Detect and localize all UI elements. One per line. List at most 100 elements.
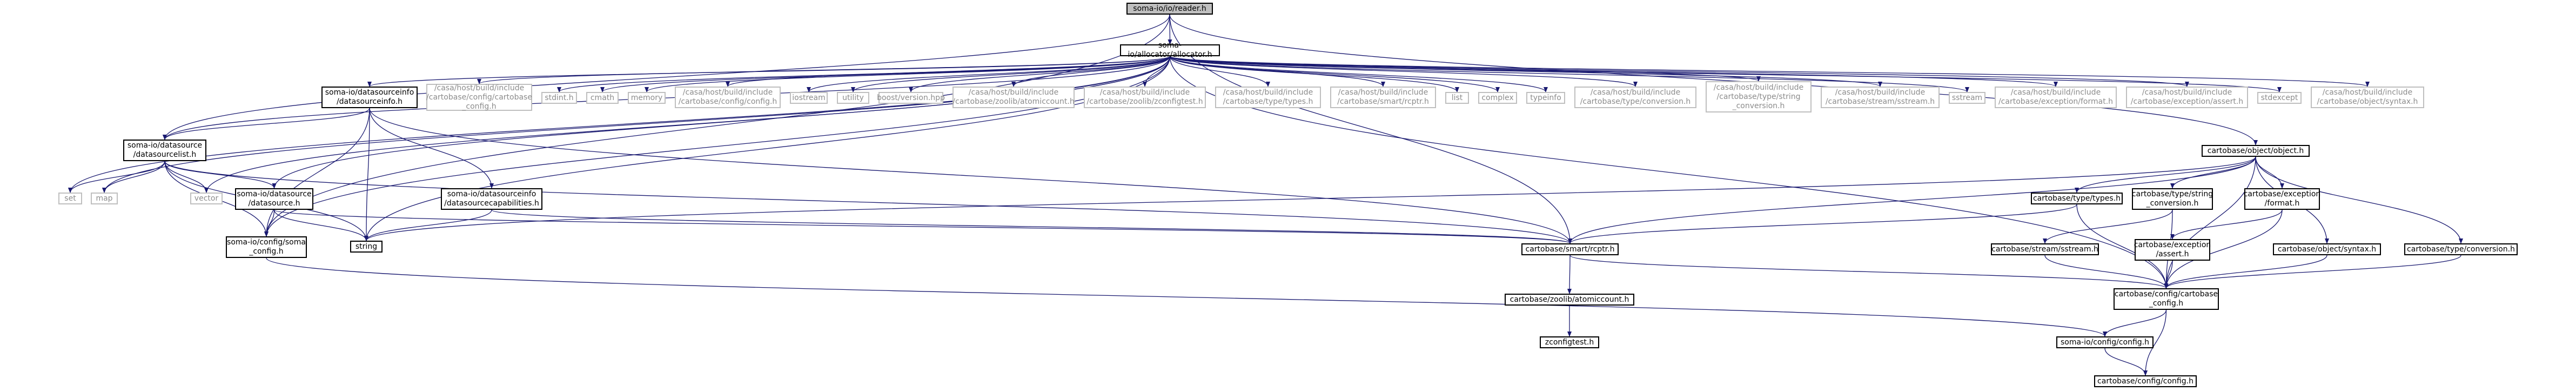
edge-datasource-to-rcptr [273, 209, 1572, 244]
node-string-conversion[interactable]: cartobase/type/string _conversion.h [2132, 188, 2213, 210]
edge-root-to-object [1169, 14, 2258, 145]
node-capabilities[interactable]: soma-io/datasourceinfo /datasourcecapabi… [441, 188, 542, 210]
node-stdexcept[interactable]: stdexcept [2257, 92, 2302, 104]
node-iostream[interactable]: iostream [790, 92, 828, 104]
edge-object-to-carto_config [2164, 156, 2256, 289]
edge-dslist-to-vector [164, 161, 209, 193]
node-conversion[interactable]: cartobase/type/conversion.h [2404, 243, 2518, 255]
node-dslist[interactable]: soma-io/datasource /datasourcelist.h [123, 140, 206, 161]
edge-object-to-conversion [2255, 156, 2463, 244]
node-stdint[interactable]: stdint.h [541, 92, 577, 104]
node-set[interactable]: set [58, 193, 82, 204]
node-syntax[interactable]: cartobase/object/syntax.h [2273, 243, 2381, 255]
node-vector[interactable]: vector [190, 193, 223, 204]
node-object[interactable]: cartobase/object/object.h [2202, 145, 2310, 157]
edge-dslist-to-datasource [164, 161, 277, 189]
edge-conversion-to-carto_config [2164, 255, 2461, 289]
edge-dsinfo-to-soma_config [264, 108, 370, 237]
node-zconfigtest[interactable]: zconfigtest.h [1540, 336, 1599, 348]
edge-dslist-to-rcptr [164, 161, 1572, 244]
edge-allocator-to-complex [1169, 56, 1500, 92]
edge-dsinfo-to-capabilities [369, 108, 494, 189]
edge-allocator-to-memory [645, 56, 1171, 92]
node-ext-sstream[interactable]: /casa/host/build/include /cartobase/stre… [1821, 87, 1940, 108]
edge-dsinfo-to-string [364, 108, 370, 241]
node-map[interactable]: map [91, 193, 118, 204]
edge-capabilities-to-string [364, 209, 492, 241]
node-ext-assert[interactable]: /casa/host/build/include /cartobase/exce… [2126, 87, 2248, 108]
edge-allocator-to-vector [204, 56, 1171, 193]
node-format[interactable]: cartobase/exception /format.h [2244, 188, 2320, 210]
edge-format-to-assert [2170, 209, 2283, 240]
edge-syntax-to-carto_config [2164, 255, 2327, 289]
edge-somaio_config-to-config [2104, 348, 2148, 376]
node-datasource[interactable]: soma-io/datasource /datasource.h [235, 188, 313, 210]
edge-object-to-rcptr [1568, 156, 2256, 244]
edge-types-to-carto_config [2076, 204, 2169, 289]
node-list[interactable]: list [1445, 92, 1469, 104]
node-sstream[interactable]: sstream [1949, 92, 1985, 104]
edge-rcptr-to-atomiccount [1567, 255, 1572, 294]
edge-root-to-soma_config [264, 14, 1170, 237]
edge-allocator-to-list [1169, 56, 1459, 92]
node-allocator[interactable]: soma-io/allocator/allocator.h [1120, 41, 1220, 59]
edge-allocator-to-ext_conversion [1169, 56, 1638, 87]
node-carto-config[interactable]: cartobase/config/cartobase _config.h [2114, 288, 2219, 310]
node-dsinfo[interactable]: soma-io/datasourceinfo /datasourceinfo.h [321, 87, 418, 108]
edge-datasource-to-string [273, 209, 368, 241]
node-ext-zconfigtest[interactable]: /casa/host/build/include /cartobase/zool… [1084, 87, 1206, 108]
node-ext-types[interactable]: /casa/host/build/include /cartobase/type… [1215, 87, 1321, 108]
node-cmath[interactable]: cmath [586, 92, 619, 104]
node-memory[interactable]: memory [628, 92, 666, 104]
edge-allocator-to-ext_format [1169, 56, 2058, 87]
node-types[interactable]: cartobase/type/types.h [2031, 193, 2123, 204]
edge-allocator-to-sstream [1169, 56, 1969, 92]
node-ext-carto-config[interactable]: /casa/host/build/include /cartobase/conf… [426, 83, 532, 111]
node-ext-atomiccount[interactable]: /casa/host/build/include /cartobase/zool… [952, 87, 1075, 108]
edge-soma_config-to-somaio_config [266, 257, 2107, 337]
node-rcptr[interactable]: cartobase/smart/rcptr.h [1521, 243, 1619, 255]
node-utility[interactable]: utility [837, 92, 869, 104]
edge-object-to-string [364, 156, 2256, 241]
node-atomiccount[interactable]: cartobase/zoolib/atomiccount.h [1505, 294, 1634, 306]
node-complex[interactable]: complex [1478, 92, 1517, 104]
node-config[interactable]: cartobase/config/config.h [2094, 375, 2197, 387]
edge-allocator-to-typeinfo [1169, 56, 1548, 92]
edge-datasource-to-soma_config [264, 209, 275, 237]
edge-sstream_h-to-carto_config [2044, 255, 2169, 289]
edge-carto_config-to-config [2143, 309, 2167, 376]
edge-allocator-to-boost_version [909, 56, 1171, 92]
edge-allocator-to-utility [851, 56, 1171, 92]
node-somaio-config[interactable]: soma-io/config/config.h [2056, 336, 2154, 348]
node-sstream-h[interactable]: cartobase/stream/sstream.h [1991, 243, 2099, 255]
node-ext-format[interactable]: /casa/host/build/include /cartobase/exce… [1995, 87, 2117, 108]
edge-types-to-rcptr [1568, 204, 2077, 244]
edge-allocator-to-stdexcept [1169, 56, 2282, 92]
edge-allocator-to-dslist [163, 56, 1171, 140]
node-ext-config-config[interactable]: /casa/host/build/include /cartobase/conf… [675, 87, 781, 108]
node-ext-smartrcptr[interactable]: /casa/host/build/include /cartobase/smar… [1330, 87, 1436, 108]
node-soma-config[interactable]: soma-io/config/soma _config.h [226, 236, 307, 258]
edge-dsinfo-to-rcptr [369, 108, 1572, 244]
node-ext-conversion[interactable]: /casa/host/build/include /cartobase/type… [1574, 87, 1696, 108]
edge-allocator-to-map [102, 56, 1171, 193]
node-typeinfo[interactable]: typeinfo [1526, 92, 1565, 104]
node-string[interactable]: string [350, 241, 383, 253]
node-ext-syntax[interactable]: /casa/host/build/include /cartobase/obje… [2311, 87, 2424, 108]
edge-allocator-to-ext_syntax [1169, 56, 2370, 87]
edge-dsinfo-to-dslist [163, 108, 370, 140]
edge-capabilities-to-rcptr [491, 209, 1572, 244]
edge-dslist-to-map [102, 161, 165, 193]
edge-rcptr-to-carto_config [1569, 255, 2169, 289]
edge-root-to-dslist [163, 14, 1170, 140]
edge-object-to-types [2075, 156, 2256, 193]
node-root[interactable]: soma-io/io/reader.h [1126, 3, 1213, 15]
edge-dslist-to-set [68, 161, 165, 193]
edge-allocator-to-ext_types [1169, 56, 1270, 87]
node-assert[interactable]: cartobase/exception /assert.h [2134, 239, 2211, 261]
node-boost-version[interactable]: boost/version.hpp [877, 92, 945, 104]
edge-root-to-rcptr [1169, 14, 1572, 244]
node-ext-string-conversion[interactable]: /casa/host/build/include /cartobase/type… [1706, 81, 1812, 112]
